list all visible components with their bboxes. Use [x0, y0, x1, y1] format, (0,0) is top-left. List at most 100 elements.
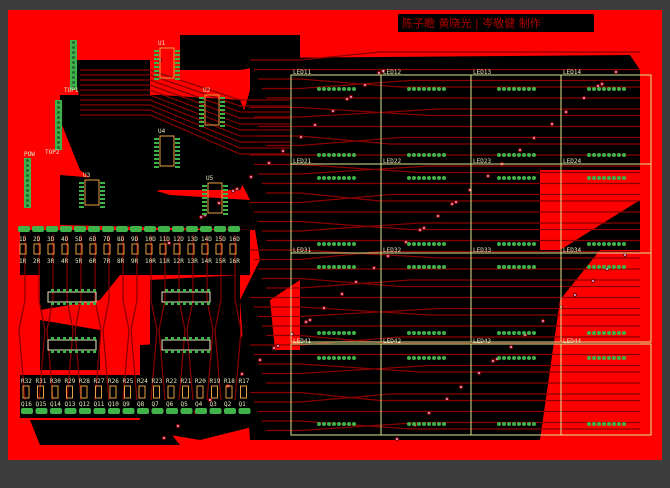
pad — [417, 331, 421, 335]
trace — [250, 193, 640, 204]
pin — [195, 350, 198, 353]
diode-label: 3D — [47, 236, 55, 243]
via — [590, 278, 596, 284]
ic-u2[interactable]: U2 — [199, 87, 225, 127]
pad — [342, 356, 346, 360]
pad — [342, 87, 346, 91]
pad — [432, 356, 436, 360]
pad — [407, 87, 411, 91]
header-top_header[interactable]: TOP1 — [64, 40, 79, 94]
pad — [337, 242, 341, 246]
pin — [87, 350, 90, 353]
driver-ic[interactable] — [47, 289, 97, 305]
trace — [80, 89, 290, 125]
driver-ic[interactable] — [161, 337, 211, 353]
ic-u3[interactable]: U3 — [79, 172, 105, 208]
trace — [262, 277, 640, 288]
pin — [63, 289, 66, 292]
led-module[interactable]: LED41 — [290, 338, 382, 436]
pad — [597, 153, 601, 157]
pin — [57, 337, 60, 340]
driver-ic[interactable] — [47, 337, 97, 353]
pin — [57, 121, 60, 124]
led-label: LED23 — [473, 158, 491, 165]
pad — [592, 422, 596, 426]
pin — [171, 302, 174, 305]
pin — [202, 213, 207, 215]
header-mid_header[interactable]: TOP2 — [45, 100, 62, 156]
ic-u4[interactable]: U4 — [154, 128, 180, 168]
ic-outline — [207, 182, 223, 214]
driver-ic[interactable] — [161, 289, 211, 305]
pad — [607, 422, 611, 426]
pad — [317, 422, 321, 426]
led-module[interactable]: LED42 — [380, 338, 472, 436]
pin — [57, 111, 60, 114]
pad — [442, 331, 446, 335]
led-module[interactable]: LED12 — [380, 69, 472, 165]
pin — [199, 105, 204, 107]
ic-u1[interactable]: U1 — [154, 40, 180, 80]
led-module[interactable]: LED44 — [560, 338, 652, 436]
resistor-label: R29 — [65, 378, 76, 385]
header-power_header[interactable]: POW — [24, 151, 35, 208]
header-label: POW — [24, 151, 35, 158]
pin — [220, 117, 225, 119]
pad — [602, 153, 606, 157]
pad — [607, 265, 611, 269]
led-module[interactable]: LED34 — [560, 247, 652, 343]
pad — [412, 331, 416, 335]
led-module[interactable]: LED14 — [560, 69, 652, 165]
via — [549, 121, 555, 127]
via — [271, 345, 277, 351]
led-module[interactable]: LED21 — [290, 158, 382, 254]
pad — [352, 176, 356, 180]
diode-label: 15D — [215, 236, 226, 243]
pad — [527, 356, 531, 360]
trace — [250, 249, 640, 259]
ic-u5[interactable]: U5 — [202, 175, 228, 215]
pin — [75, 289, 78, 292]
via — [613, 69, 619, 75]
led-module[interactable]: LED33 — [470, 247, 562, 343]
pin — [79, 202, 84, 204]
pad — [322, 242, 326, 246]
trace — [262, 79, 640, 90]
pad — [437, 265, 441, 269]
led-module[interactable]: LED43 — [470, 338, 562, 436]
